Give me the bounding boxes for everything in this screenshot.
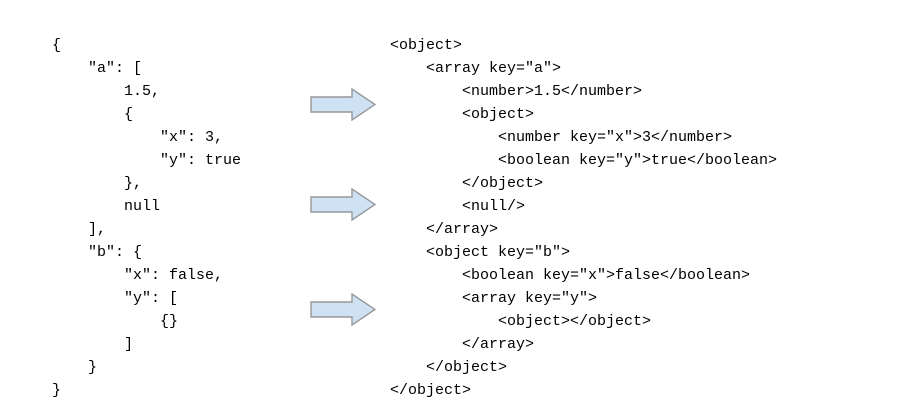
json_panel-line: }, — [52, 175, 143, 192]
json_panel-line: "y": [ — [52, 290, 179, 307]
xml_panel-line: <number>1.5</number> — [390, 83, 643, 100]
xml_panel-line: <object></object> — [390, 313, 652, 330]
json_panel-line: "x": false, — [52, 267, 224, 284]
xml_panel-line: <object> — [390, 106, 535, 123]
json_panel-line: "x": 3, — [52, 129, 224, 146]
xml_panel-line: <null/> — [390, 198, 526, 215]
xml_panel-line: </array> — [390, 336, 535, 353]
json_panel-line: null — [52, 198, 161, 215]
xml_panel-line: </object> — [390, 382, 472, 399]
json_panel-line: 1.5, — [52, 83, 161, 100]
json_panel-line: } — [52, 382, 62, 399]
json_panel-line: ] — [52, 336, 134, 353]
right-arrow-icon — [310, 293, 376, 326]
json_panel-line: "b": { — [52, 244, 143, 261]
xml_panel-line: <array key="a"> — [390, 60, 562, 77]
json-source-block: { "a": [ 1.5, { "x": 3, "y": true }, nul… — [52, 34, 241, 402]
json_panel-line: { — [52, 106, 134, 123]
xml_panel-line: </object> — [390, 175, 544, 192]
xml_panel-line: </array> — [390, 221, 499, 238]
json_panel-line: ], — [52, 221, 107, 238]
xml_panel-line: </object> — [390, 359, 508, 376]
json_panel-line: } — [52, 359, 98, 376]
right-arrow-icon — [310, 188, 376, 221]
xml-result-block: <object> <array key="a"> <number>1.5</nu… — [390, 34, 777, 402]
right-arrow-icon — [310, 88, 376, 121]
xml_panel-line: <boolean key="y">true</boolean> — [390, 152, 778, 169]
json_panel-line: "y": true — [52, 152, 242, 169]
xml_panel-line: <boolean key="x">false</boolean> — [390, 267, 751, 284]
xml_panel-line: <object key="b"> — [390, 244, 571, 261]
json_panel-line: { — [52, 37, 62, 54]
json_panel-line: {} — [52, 313, 179, 330]
xml_panel-line: <number key="x">3</number> — [390, 129, 733, 146]
json_panel-line: "a": [ — [52, 60, 143, 77]
xml_panel-line: <array key="y"> — [390, 290, 598, 307]
xml_panel-line: <object> — [390, 37, 463, 54]
